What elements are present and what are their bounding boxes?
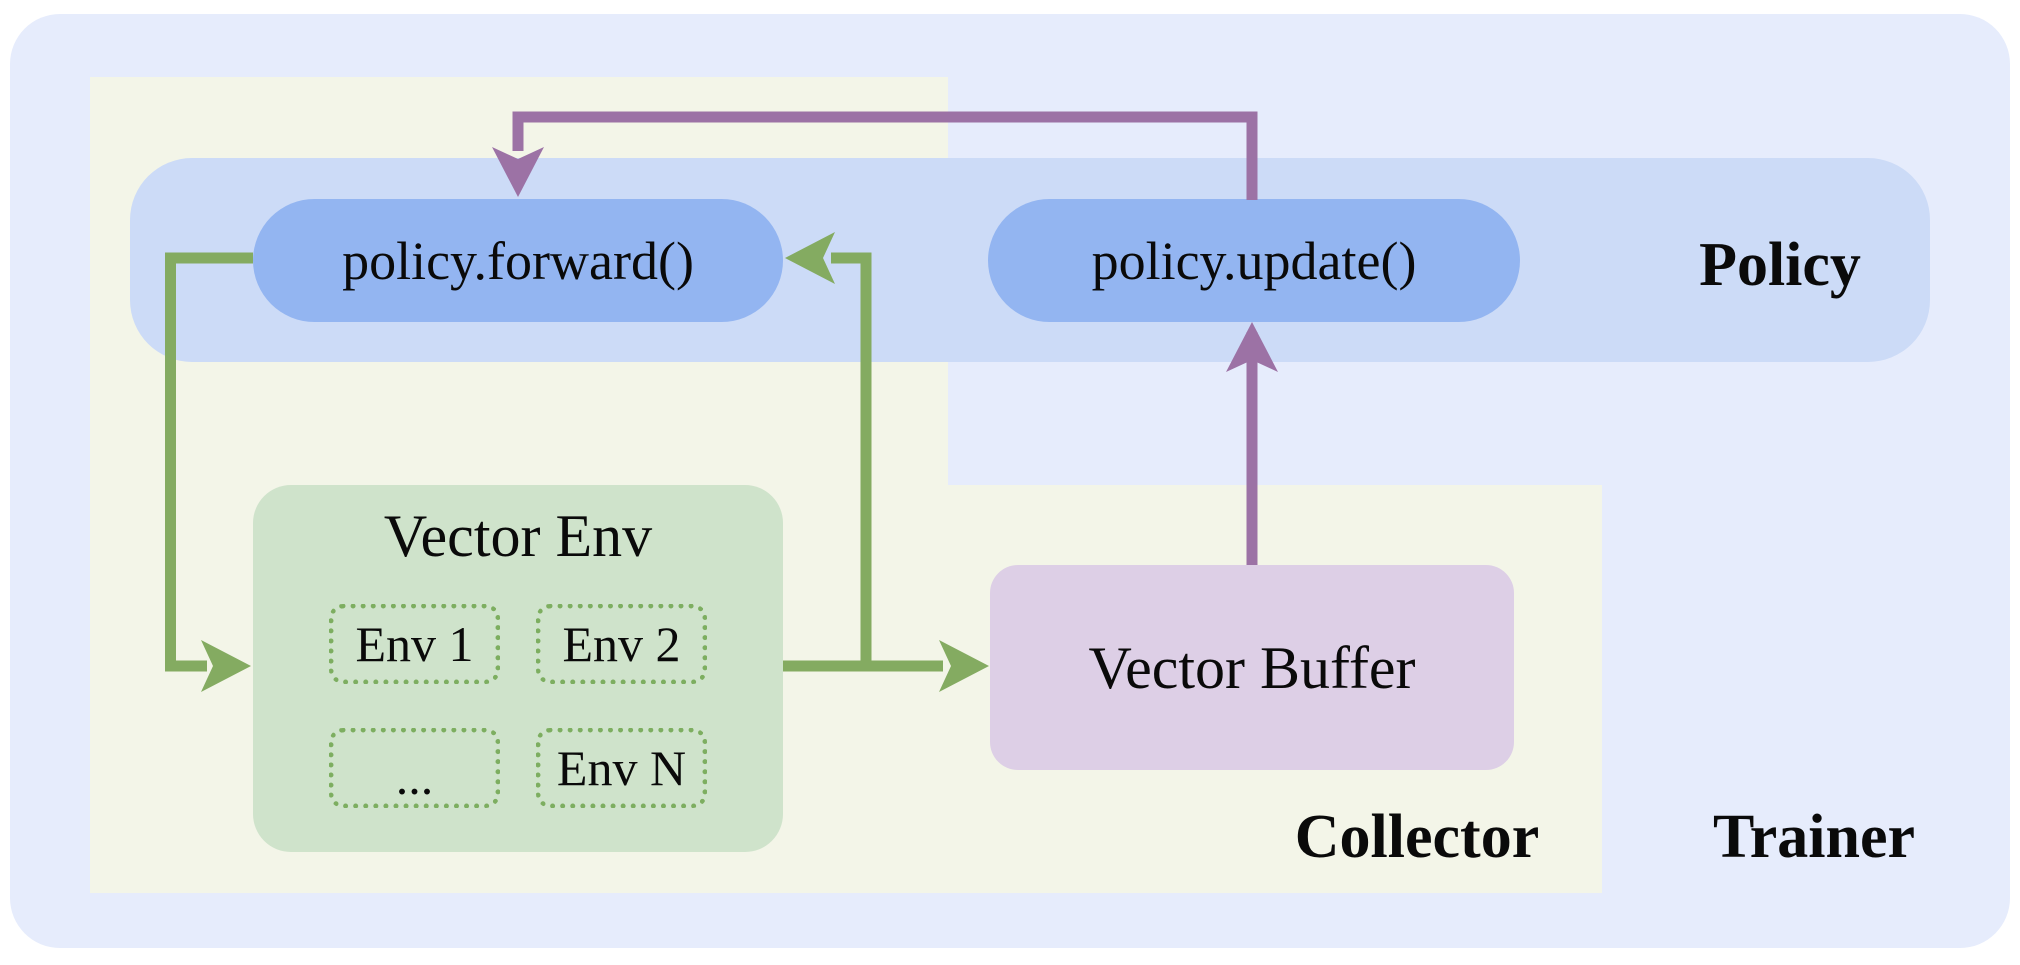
policy-update-node: policy.update()	[988, 199, 1520, 322]
policy-region-label: Policy	[1699, 231, 1861, 299]
env-ellipsis-label: ...	[395, 749, 434, 805]
env-1-box: Env 1	[329, 604, 500, 684]
vector-env-box: Vector Env Env 1 Env 2 ... Env N	[253, 485, 783, 852]
vector-buffer-box: Vector Buffer	[990, 565, 1514, 770]
collector-region-label: Collector	[1294, 803, 1540, 871]
vector-env-title: Vector Env	[383, 503, 653, 569]
policy-forward-node: policy.forward()	[253, 199, 783, 322]
env-n-box: Env N	[536, 728, 707, 808]
env-2-box: Env 2	[536, 604, 707, 684]
env-1-label: Env 1	[355, 616, 474, 672]
env-n-label: Env N	[556, 740, 687, 796]
env-ellipsis-box: ...	[329, 728, 500, 808]
env-2-label: Env 2	[562, 616, 681, 672]
policy-forward-label: policy.forward()	[342, 230, 694, 291]
policy-update-label: policy.update()	[1091, 230, 1417, 291]
vector-buffer-label: Vector Buffer	[1088, 634, 1416, 701]
trainer-region-label: Trainer	[1712, 803, 1915, 871]
